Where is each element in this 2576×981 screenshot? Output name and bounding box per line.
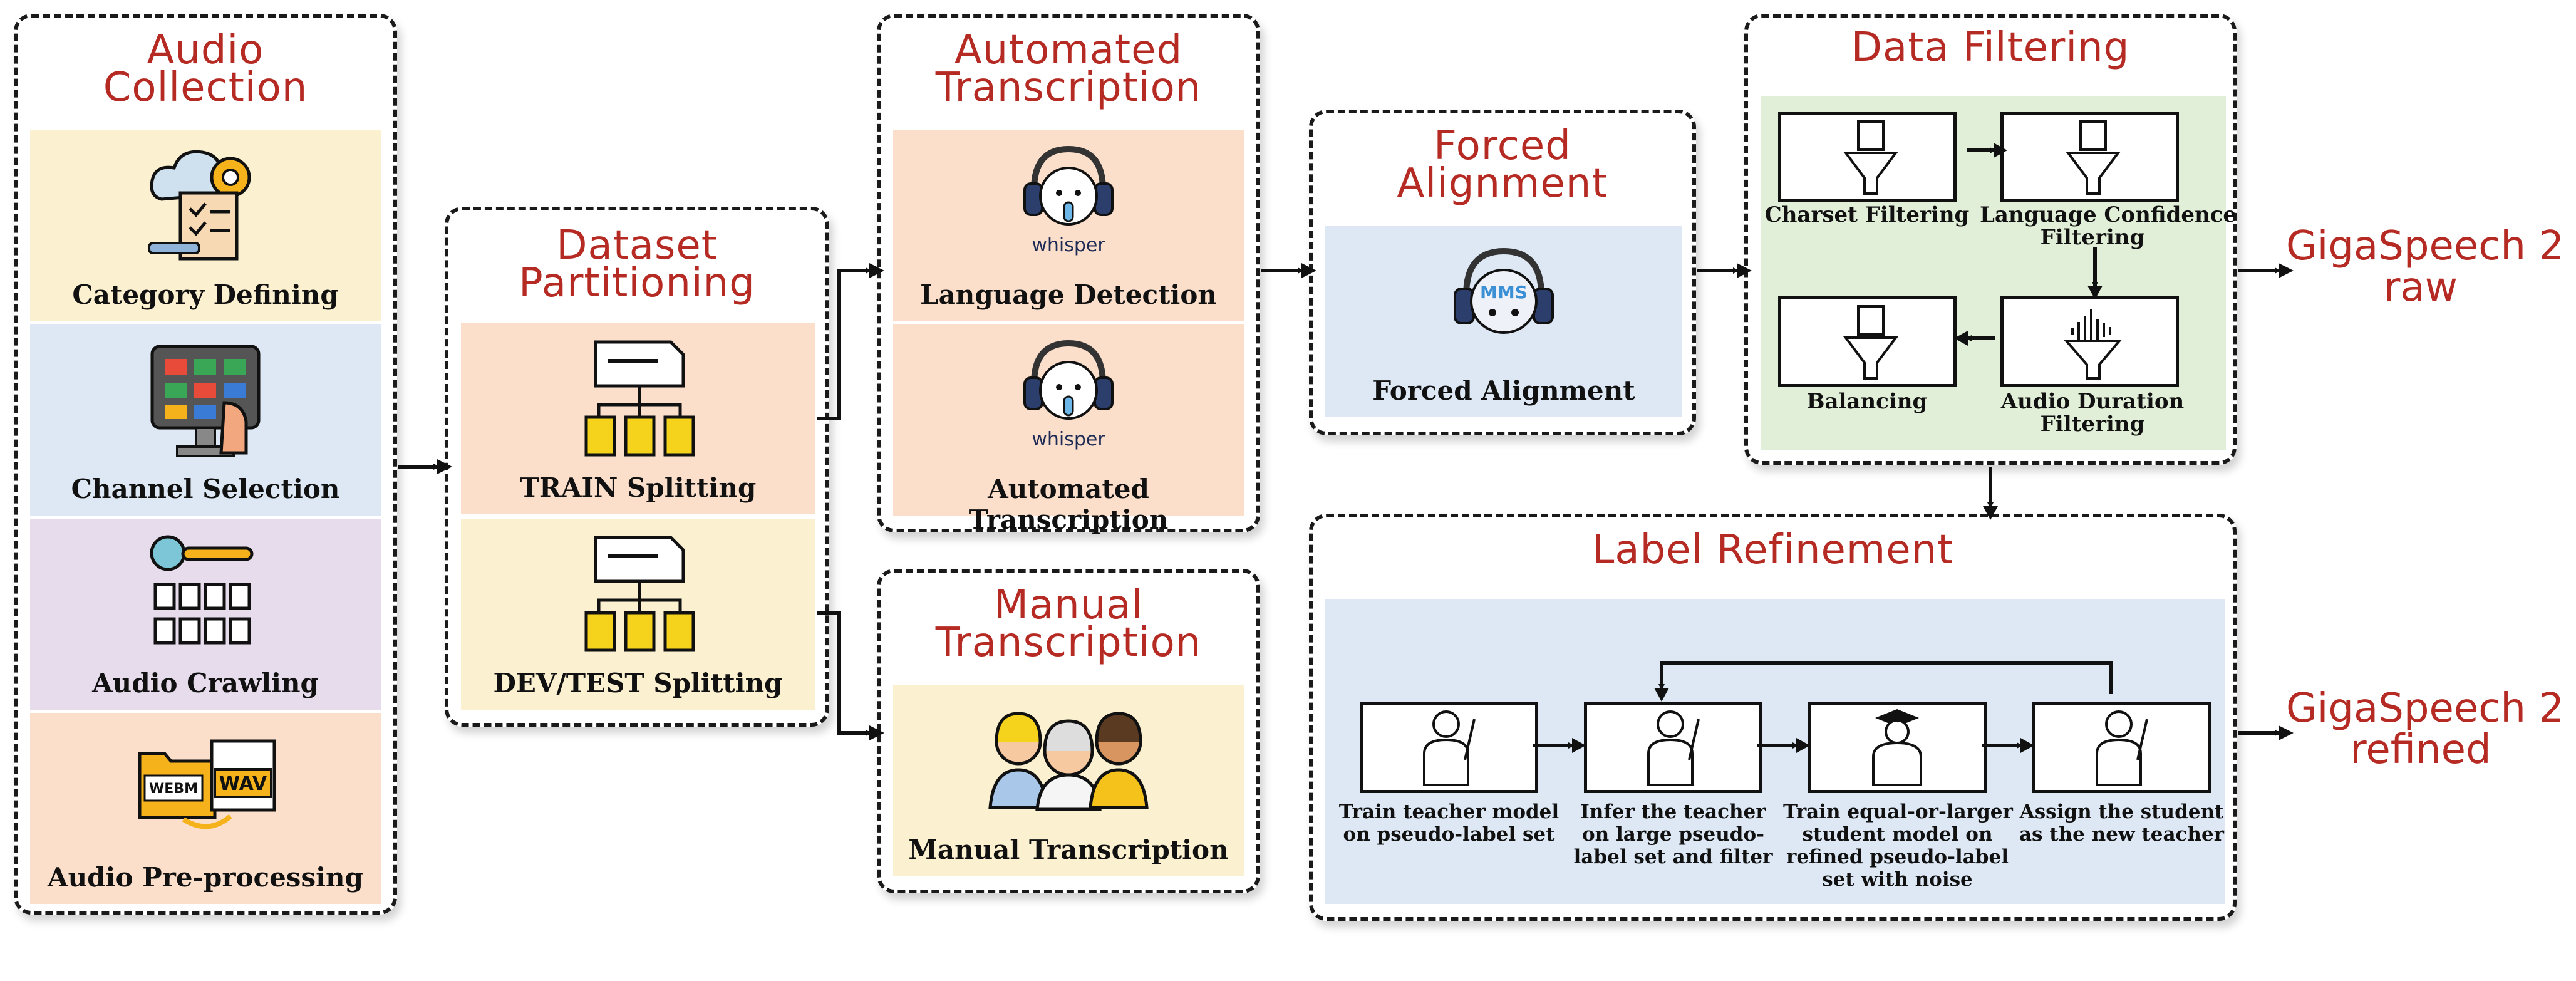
panel-manual-transcription: Manual Transcription [893,685,1244,876]
audio-crawling-icon [150,535,254,645]
whisper-text: whisper [1032,428,1105,450]
panel-label: Channel Selection [71,474,340,504]
filter-funnel-icon [1843,120,1898,195]
teacher-person-icon [1647,710,1700,786]
category-defining-icon [148,150,251,261]
arrow-partition-to-manual [817,611,872,736]
label-refinement-group: Label Refinement [1309,514,2237,921]
filter-step-label: Audio Duration Filtering [2000,389,2185,437]
manual-transcription-group: Manual Transcription Manual Transcriptio… [877,569,1260,893]
audio-collection-group: Audio Collection Category Defining [14,14,397,915]
panel-label: DEV/TEST Splitting [493,668,783,698]
refinement-step-label: Assign the student as the new teacher [2019,801,2225,846]
dataset-partitioning-title: Dataset Partitioning [519,222,755,306]
channel-selection-icon [150,345,261,457]
panel-language-detection: whisper Language Detection [893,130,1244,321]
whisper-logo-icon: whisper [1023,145,1114,256]
forced-alignment-group: Forced Alignment MMS Forced Alignment [1309,110,1696,435]
label-refinement-panel: Train teacher model on pseudo-label set … [1325,599,2225,904]
train-splitting-icon [584,340,695,457]
waveform-funnel-icon [2063,309,2123,380]
charset-filter-box [1778,112,1957,202]
label-refinement-title: Label Refinement [1591,527,1954,573]
panel-label: Audio Crawling [92,668,319,698]
mms-text: MMS [1480,282,1528,303]
filter-funnel-icon [1843,305,1898,380]
webm-label: WEBM [149,781,198,797]
automated-transcription-title: Automated Transcription [935,27,1202,111]
teacher-person-icon [1423,710,1476,786]
balancing-box [1778,296,1957,387]
filter-funnel-icon [2066,120,2121,195]
refinement-step-label: Train equal-or-larger student model on r… [1783,801,2013,891]
output-refined-label: GigaSpeech 2 refined [2286,685,2565,773]
panel-devtest-splitting: DEV/TEST Splitting [461,519,815,710]
audio-preprocessing-icon: WAV WEBM [138,739,276,829]
dataset-partitioning-group: Dataset Partitioning TRAIN Splitting [445,207,829,727]
panel-audio-preprocessing: WAV WEBM Audio Pre-processing [30,713,381,904]
filter-step-label: Charset Filtering [1764,202,1970,227]
refinement-step-label: Train teacher model on pseudo-label set [1338,801,1560,846]
panel-label: Audio Pre-processing [48,862,363,893]
whisper-text: whisper [1032,234,1105,256]
transcribers-icon [988,712,1149,811]
arrow-loop-back [1658,661,2113,694]
panel-label: Forced Alignment [1372,375,1635,406]
whisper-logo-icon: whisper [1023,340,1114,450]
data-filtering-group: Data Filtering Charset Filtering Languag… [1744,14,2237,465]
teacher-person-icon [2096,710,2148,786]
filter-step-label: Balancing [1806,389,1928,414]
student-graduate-icon [1872,709,1922,786]
panel-label: TRAIN Splitting [519,472,757,503]
arrow-partition-to-automated [817,267,872,420]
automated-transcription-group: Automated Transcription whisper Language… [877,14,1260,535]
panel-train-splitting: TRAIN Splitting [461,323,815,514]
data-filtering-title: Data Filtering [1851,24,2130,71]
panel-label: Manual Transcription [908,834,1229,865]
panel-label: Automated Transcription [968,474,1169,535]
panel-category-defining: Category Defining [30,130,381,321]
devtest-splitting-icon [584,536,695,652]
refinement-step-label: Infer the teacher on large pseudo- label… [1573,801,1773,868]
wav-label: WAV [219,773,267,795]
panel-audio-crawling: Audio Crawling [30,519,381,710]
data-filtering-panel: Charset Filtering Language Confidence Fi… [1761,96,2237,450]
duration-filter-box [2000,296,2179,387]
panel-forced-alignment: MMS Forced Alignment [1325,226,1682,417]
panel-label: Category Defining [72,279,339,310]
audio-collection-title: Audio Collection [103,27,308,111]
panel-automated-transcription: whisper Automated Transcription [893,324,1244,535]
forced-alignment-title: Forced Alignment [1397,123,1608,207]
panel-channel-selection: Channel Selection [30,324,381,516]
language-filter-box [2000,112,2179,202]
manual-transcription-title: Manual Transcription [935,582,1202,666]
mms-logo-icon: MMS [1454,247,1554,334]
panel-label: Language Detection [920,279,1217,310]
